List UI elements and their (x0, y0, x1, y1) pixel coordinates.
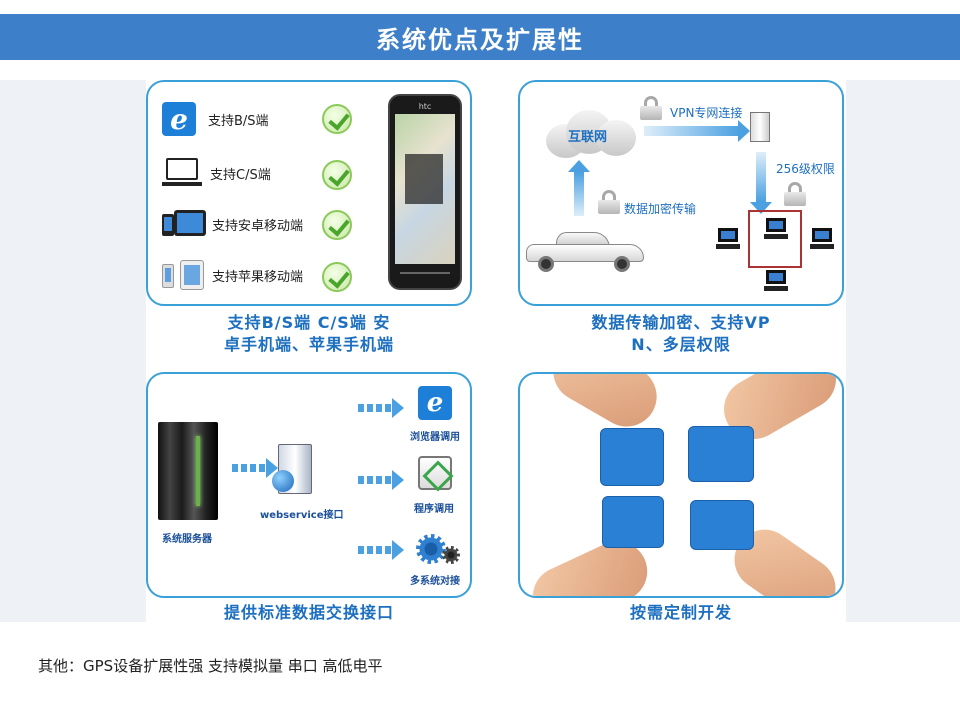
caption-line: 数据传输加密、支持VP (591, 313, 771, 332)
platform-label-apple: 支持苹果移动端 (212, 269, 304, 285)
server-rack-icon (158, 422, 218, 520)
caption-platform: 支持B/S端 C/S端 安 卓手机端、苹果手机端 (146, 312, 472, 356)
caption-line: 卓手机端、苹果手机端 (223, 335, 394, 354)
panel-interface: 系统服务器 webservice接口 e 浏览器调用 程序调用 多系统对接 (146, 372, 472, 598)
globe-icon (272, 470, 294, 492)
car-icon (526, 232, 644, 272)
check-icon (322, 210, 352, 240)
phone-brand: htc (418, 102, 432, 111)
arrow-up-icon (568, 160, 590, 216)
platform-row-android: 支持安卓移动端 (162, 210, 322, 238)
tablet-icon (162, 210, 206, 238)
lock-icon (640, 96, 662, 120)
panel-platform-support: e 支持B/S端 支持C/S端 支持安卓移动端 支持苹果移动端 htc (146, 80, 472, 306)
check-icon (322, 262, 352, 292)
gear-icon (416, 534, 446, 564)
platform-row-bs: e 支持B/S端 (162, 102, 318, 136)
platform-label-cs: 支持C/S端 (210, 167, 271, 183)
content-area: e 支持B/S端 支持C/S端 支持安卓移动端 支持苹果移动端 htc (0, 80, 960, 622)
lock-icon (598, 190, 620, 214)
arrow-right-icon (644, 120, 750, 142)
check-icon (322, 104, 352, 134)
puzzle-piece (690, 500, 754, 550)
panel-security: 互联网 VPN专网连接 256级权限 数据加密传输 (518, 80, 844, 306)
cloud-label: 互联网 (568, 130, 608, 145)
panel-custom-dev (518, 372, 844, 598)
arrow-right-icon (358, 398, 404, 418)
cloud-icon: 互联网 (546, 106, 638, 160)
browser-label: 浏览器调用 (410, 432, 460, 443)
level-label: 256级权限 (776, 162, 835, 176)
ie-icon: e (162, 102, 196, 136)
phone-image: htc (388, 94, 462, 290)
title-bar: 系统优点及扩展性 (0, 14, 960, 60)
footer-note: 其他：GPS设备扩展性强 支持模拟量 串口 高低电平 (38, 657, 383, 675)
server-label: 系统服务器 (162, 534, 212, 545)
arrow-right-icon (358, 540, 404, 560)
puzzle-piece (602, 496, 664, 548)
browser-icon: e (418, 386, 452, 420)
gear-icon (442, 546, 460, 564)
pc-icon (810, 228, 834, 250)
server-icon (750, 112, 770, 142)
arrow-right-icon (358, 470, 404, 490)
puzzle-piece (688, 426, 754, 482)
program-label: 程序调用 (414, 504, 454, 515)
map-screen (395, 114, 455, 264)
pc-icon (716, 228, 740, 250)
vpn-label: VPN专网连接 (670, 106, 743, 120)
content-inner: e 支持B/S端 支持C/S端 支持安卓移动端 支持苹果移动端 htc (146, 80, 846, 622)
arrow-down-icon (750, 152, 772, 214)
platform-row-apple: 支持苹果移动端 (162, 260, 322, 290)
caption-line: N、多层权限 (631, 335, 731, 354)
caption-line: 支持B/S端 C/S端 安 (227, 313, 391, 332)
caption-security: 数据传输加密、支持VP N、多层权限 (518, 312, 844, 356)
pc-icon (764, 218, 788, 240)
arrow-right-icon (232, 458, 278, 478)
encrypt-label: 数据加密传输 (624, 202, 697, 216)
platform-row-cs: 支持C/S端 (162, 158, 320, 188)
page-title: 系统优点及扩展性 (376, 25, 584, 54)
caption-interface: 提供标准数据交换接口 (223, 603, 394, 622)
platform-label-bs: 支持B/S端 (208, 113, 269, 129)
multi-system-label: 多系统对接 (410, 576, 460, 587)
lock-icon (784, 182, 806, 206)
caption-custom-dev: 按需定制开发 (629, 603, 732, 622)
pc-icon (764, 270, 788, 292)
puzzle-piece (600, 428, 664, 486)
iphone-icon (162, 260, 206, 290)
webservice-label: webservice接口 (260, 510, 344, 521)
network-box (748, 210, 802, 268)
platform-label-android: 支持安卓移动端 (212, 218, 304, 234)
program-icon (418, 456, 452, 490)
computer-icon (162, 158, 202, 188)
phone-keys (400, 272, 450, 280)
check-icon (322, 160, 352, 190)
